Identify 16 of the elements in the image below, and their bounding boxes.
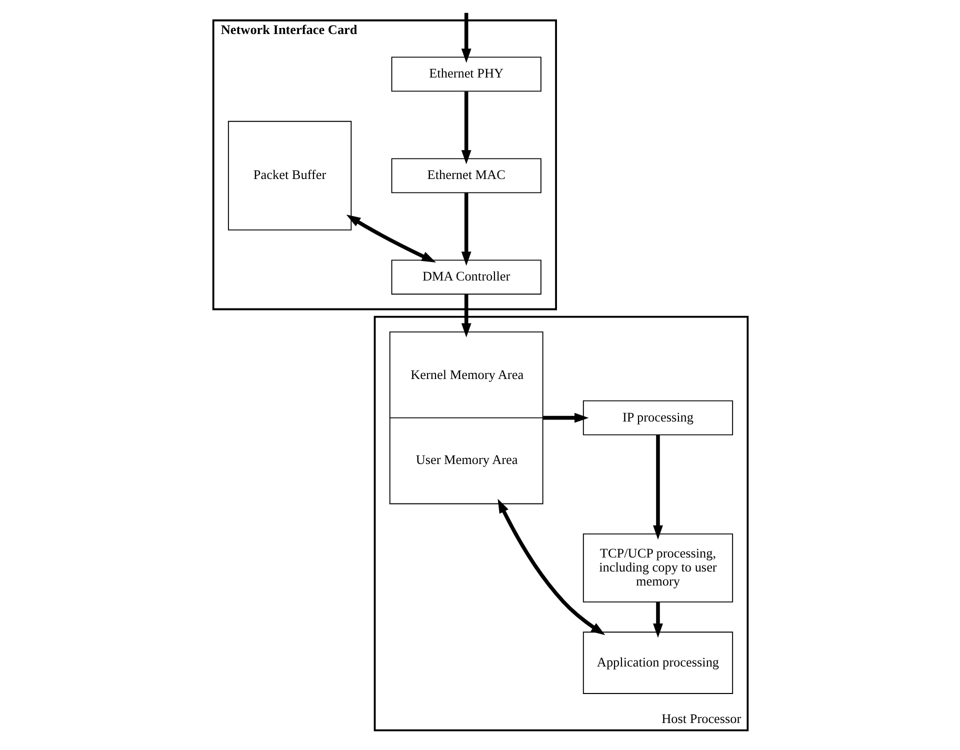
- arrow: [460, 92, 471, 164]
- arrow: [460, 294, 471, 338]
- node-box: Ethernet MAC: [390, 158, 541, 194]
- node-box: Ethernet PHY: [390, 56, 541, 92]
- arrow: [346, 214, 436, 263]
- node-box: IP processing: [582, 400, 733, 436]
- node-box: Packet Buffer: [227, 120, 352, 230]
- node-box: TCP/UCP processing, including copy to user memory: [582, 533, 733, 602]
- node-box: Application processing: [582, 632, 733, 694]
- arrow: [652, 602, 662, 638]
- arrow: [460, 193, 471, 266]
- arrow: [652, 434, 662, 540]
- arrow: [497, 498, 605, 636]
- node-box: DMA Controller: [390, 260, 541, 295]
- arrow: [542, 412, 588, 423]
- arrow: [460, 12, 471, 63]
